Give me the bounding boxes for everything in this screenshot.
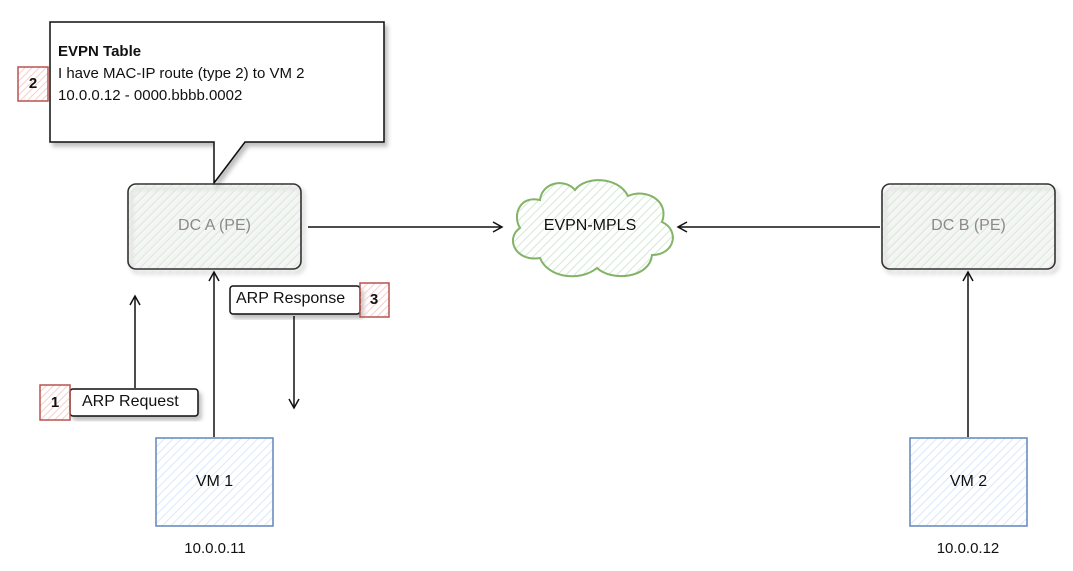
vm-1-node [155, 437, 274, 527]
vm-1-label: VM 1 [195, 473, 234, 490]
evpn-table-callout [49, 21, 385, 186]
step-badge-2 [17, 66, 49, 102]
step-badge-1 [39, 384, 71, 421]
step-badge-2-number: 2 [28, 75, 38, 92]
callout-title: EVPN Table [58, 43, 142, 60]
evpn-table-text: EVPN Table I have MAC-IP route (type 2) … [58, 41, 378, 107]
step-badge-3 [359, 282, 390, 318]
step-badge-3-number: 3 [369, 291, 379, 308]
dc-b-node [881, 183, 1056, 270]
step-badge-1-number: 1 [50, 394, 60, 411]
callout-mac-line: 10.0.0.12 - 0000.bbbb.0002 [58, 87, 243, 104]
vm-1-ip: 10.0.0.11 [184, 540, 246, 557]
callout-route-line: I have MAC-IP route (type 2) to VM 2 [58, 65, 305, 82]
dc-a-node [127, 183, 302, 270]
cloud-label: EVPN-MPLS [543, 217, 637, 234]
dc-a-label: DC A (PE) [178, 217, 251, 234]
evpn-mpls-cloud [511, 179, 674, 278]
vm-2-node [909, 437, 1028, 527]
vm-2-ip: 10.0.0.12 [936, 540, 1000, 557]
arp-response-label: ARP Response [236, 290, 346, 307]
vm-2-label: VM 2 [949, 473, 988, 490]
arp-request-label: ARP Request [82, 393, 179, 410]
dc-b-label: DC B (PE) [931, 217, 1006, 234]
